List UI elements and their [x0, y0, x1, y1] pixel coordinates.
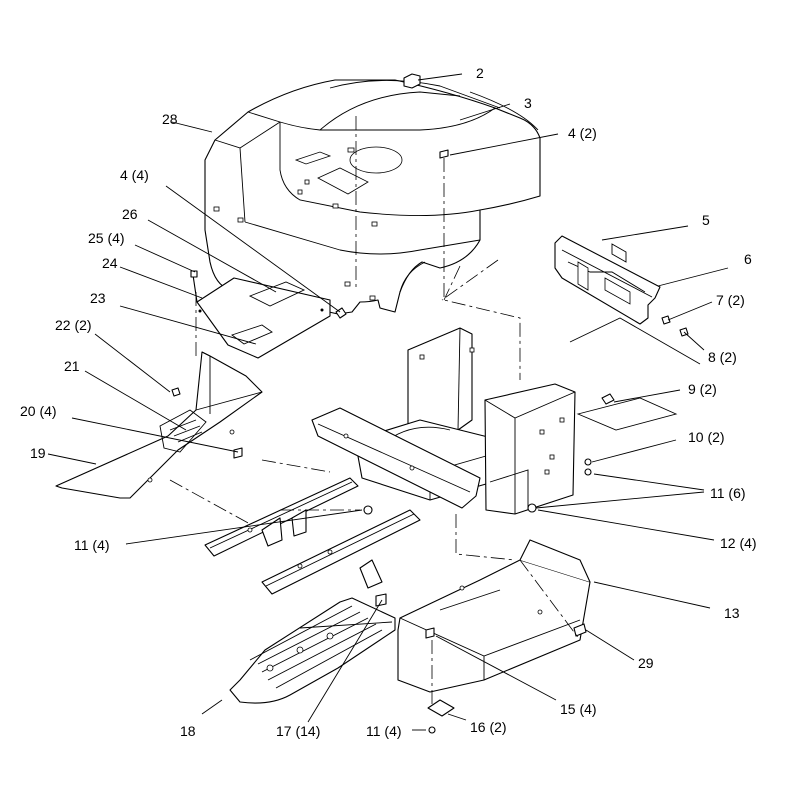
label-part-21: 21	[64, 358, 80, 374]
label-part-11b: 11 (4)	[74, 537, 110, 553]
label-part-28: 28	[162, 111, 178, 127]
label-part-17: 17 (14)	[276, 723, 320, 739]
leader-lines	[47, 73, 729, 731]
battery-bracket	[554, 235, 701, 365]
left-fender-shield	[55, 351, 263, 499]
label-part-29: 29	[638, 655, 654, 671]
label-part-5: 5	[702, 212, 710, 228]
label-part-9: 9 (2)	[688, 381, 717, 397]
label-part-3: 3	[524, 95, 532, 111]
label-part-2: 2	[476, 65, 484, 81]
label-part-13: 13	[724, 605, 740, 621]
rear-frame	[311, 327, 678, 515]
label-part-7: 7 (2)	[716, 292, 745, 308]
label-part-23: 23	[90, 290, 106, 306]
label-part-22: 22 (2)	[55, 317, 92, 333]
label-part-24: 24	[102, 255, 118, 271]
foot-deck	[229, 593, 396, 704]
label-part-15: 15 (4)	[560, 701, 597, 717]
lower-frame-rails	[204, 477, 421, 595]
label-part-8: 8 (2)	[708, 349, 737, 365]
label-part-4b: 4 (4)	[120, 167, 149, 183]
under-pan	[397, 539, 591, 734]
label-part-18: 18	[180, 723, 196, 739]
callout-labels: 2 3 4 (2) 28 4 (4) 26 25 (4) 24 23 22 (2…	[20, 65, 757, 739]
label-part-6: 6	[744, 251, 752, 267]
label-part-11c: 11 (4)	[366, 723, 402, 739]
label-part-26: 26	[122, 206, 138, 222]
label-part-19: 19	[30, 445, 46, 461]
center-lines	[169, 116, 581, 708]
label-part-16: 16 (2)	[470, 719, 507, 735]
label-part-12: 12 (4)	[720, 535, 757, 551]
hood-fender	[204, 73, 541, 319]
label-part-20: 20 (4)	[20, 403, 57, 419]
label-part-11a: 11 (6)	[710, 485, 746, 501]
label-part-10: 10 (2)	[688, 429, 725, 445]
label-part-4a: 4 (2)	[568, 125, 597, 141]
label-part-25: 25 (4)	[88, 230, 125, 246]
